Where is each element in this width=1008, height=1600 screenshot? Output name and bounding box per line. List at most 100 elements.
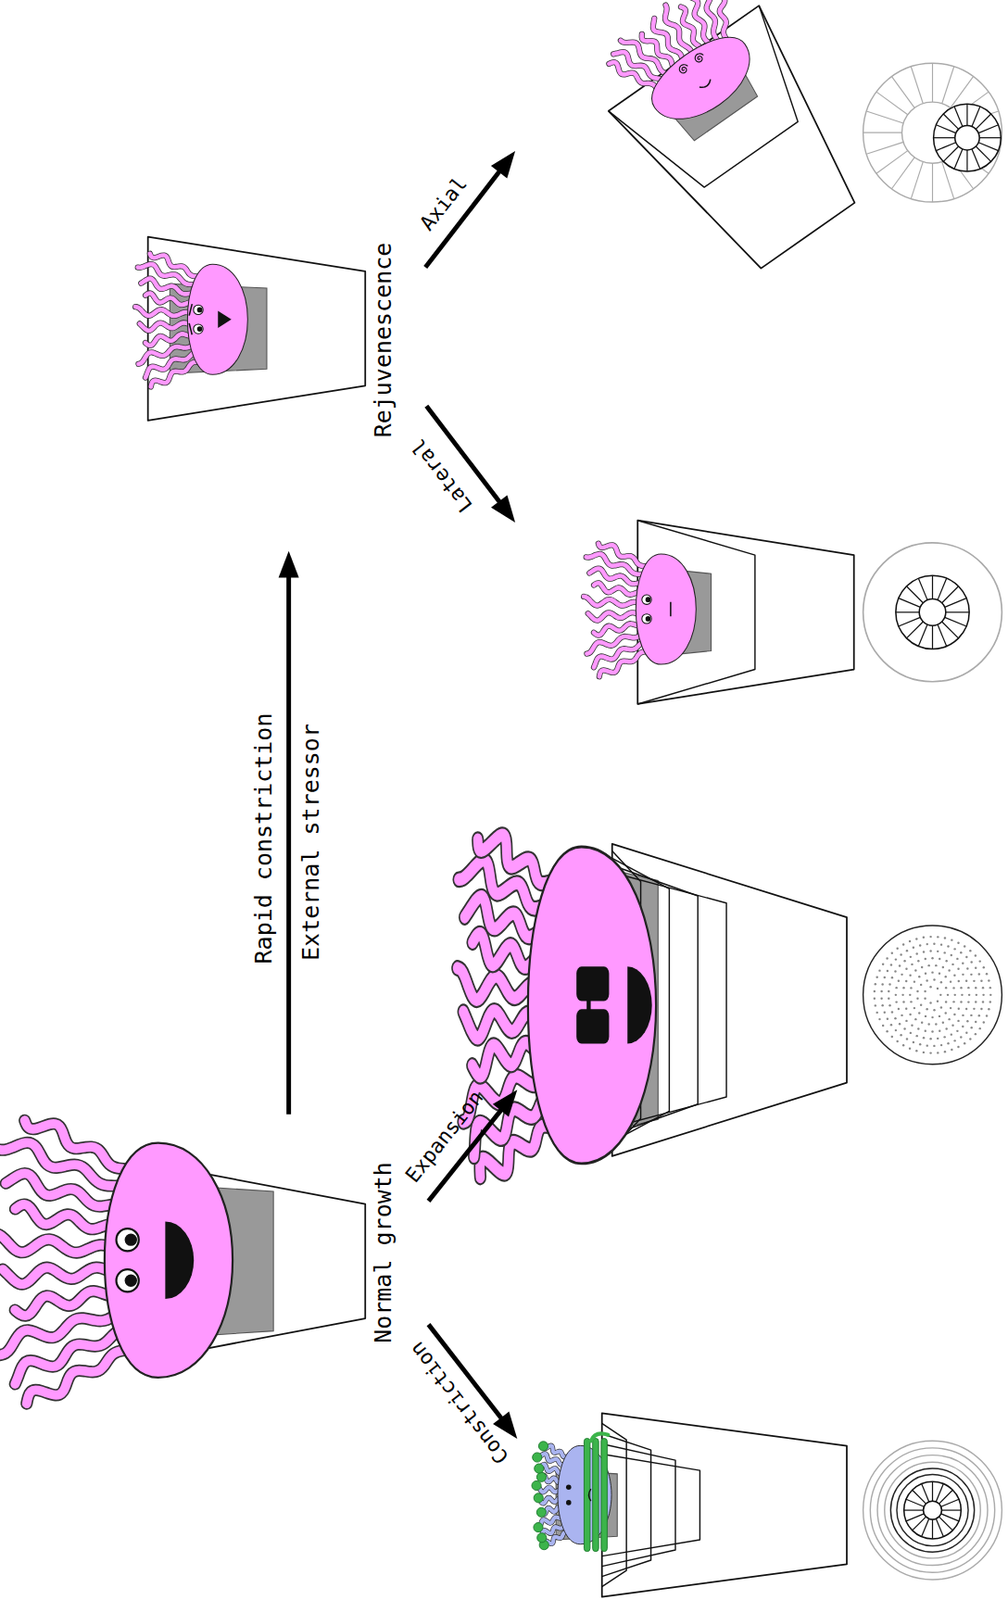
cell-dot — [914, 969, 917, 971]
wheel-spoke — [906, 1513, 924, 1522]
cell-dot — [922, 950, 925, 953]
cell-dot — [944, 936, 946, 939]
cell-dot — [945, 986, 947, 989]
wheel-spoke — [943, 146, 958, 162]
cell-dot — [949, 980, 952, 983]
arrow-label: Constriction — [405, 1337, 512, 1467]
cell-dot — [989, 994, 992, 996]
cell-dot — [918, 1011, 920, 1014]
cell-dot — [945, 1027, 947, 1030]
cell-dot — [934, 1022, 937, 1025]
cell-dot — [925, 979, 928, 982]
cell-dot — [919, 944, 921, 946]
tentacle-bandage — [533, 1493, 543, 1503]
wheel-spoke — [950, 76, 974, 109]
cell-dot — [965, 1008, 968, 1010]
cell-dot — [908, 940, 911, 943]
eye — [116, 1269, 139, 1292]
cell-dot — [917, 1027, 920, 1030]
wheel-spoke — [942, 586, 959, 604]
cell-dot — [909, 1000, 912, 1003]
cell-dot — [945, 1000, 947, 1003]
cross-section — [863, 925, 1003, 1065]
cell-dot — [909, 956, 912, 958]
cell-dot — [947, 969, 950, 971]
octopus — [135, 253, 248, 388]
cell-dot — [961, 1025, 964, 1028]
eyebrow — [189, 303, 192, 315]
eye — [642, 594, 652, 605]
wheel-spoke — [939, 1489, 954, 1504]
wheel-spoke — [979, 137, 1001, 139]
cell-dot — [897, 979, 900, 982]
cell-dot — [891, 1010, 894, 1013]
cell-dot — [914, 1018, 917, 1021]
cell-dot — [903, 1027, 906, 1030]
cell-dot — [953, 947, 956, 950]
cell-dot — [936, 987, 939, 990]
mouth — [589, 1488, 592, 1501]
cell-dot — [945, 975, 947, 978]
cell-dot — [940, 1044, 943, 1046]
cell-dot — [978, 1014, 981, 1017]
cell-dot — [974, 986, 977, 989]
wheel-spoke — [937, 624, 947, 646]
sunglasses — [576, 1008, 609, 1044]
wheel-rim — [895, 575, 970, 649]
cell-dot — [891, 952, 894, 955]
mouth — [699, 79, 713, 90]
cell-dot — [898, 1022, 901, 1025]
octopus-body — [528, 846, 656, 1164]
cell-dot — [932, 943, 935, 945]
cell-dot — [952, 986, 955, 989]
cell-dot — [905, 980, 908, 983]
octopus — [531, 1433, 612, 1551]
tentacle — [25, 1120, 129, 1170]
cell-dot — [975, 994, 978, 996]
wheel-spoke — [954, 149, 963, 169]
growth-wheel — [904, 1481, 962, 1539]
cell-dot — [936, 935, 939, 938]
cell-dot — [939, 994, 942, 996]
cell-dot — [967, 1000, 970, 1003]
wheel-core — [955, 125, 980, 150]
cell-dot — [882, 963, 884, 966]
wheel-spoke — [935, 1484, 944, 1502]
cell-dot — [905, 1008, 908, 1010]
cell-dot — [946, 1042, 949, 1045]
cell-dot — [910, 963, 913, 966]
wheel-spoke — [898, 598, 920, 608]
cell-dot — [920, 1021, 923, 1024]
cell-dot — [926, 943, 929, 945]
cell-dot — [943, 1035, 945, 1038]
cell-dot — [916, 952, 919, 955]
cell-dot — [891, 976, 894, 979]
cell-dot — [927, 1022, 930, 1025]
cell-dot — [898, 964, 901, 967]
cell-dot — [938, 1015, 941, 1018]
cell-dot — [899, 1033, 902, 1036]
growth-wheel — [895, 575, 970, 649]
cell-dot — [912, 946, 915, 949]
cell-dot — [970, 1014, 972, 1017]
wheel-spoke — [906, 586, 923, 604]
octopus-body — [640, 23, 766, 137]
cell-dot — [974, 1000, 977, 1003]
axial-stage — [577, 0, 883, 289]
octopus-body — [635, 554, 696, 665]
cell-dot — [915, 1049, 918, 1052]
wheel-spoke — [935, 125, 956, 134]
cell-dot — [912, 1041, 915, 1044]
cell-dot — [970, 1026, 972, 1029]
cell-dot — [891, 1035, 894, 1038]
cell-dot — [913, 1007, 916, 1009]
cell-dot — [987, 979, 990, 982]
cell-dot — [959, 1035, 962, 1038]
tentacle-outline — [150, 253, 199, 278]
cell-dot — [953, 1013, 956, 1016]
stage-label: Normal growth — [370, 1161, 394, 1344]
cell-dot — [936, 1000, 939, 1003]
eye — [566, 1484, 572, 1490]
cell-dot — [888, 1004, 891, 1007]
cell-dot — [961, 973, 964, 976]
